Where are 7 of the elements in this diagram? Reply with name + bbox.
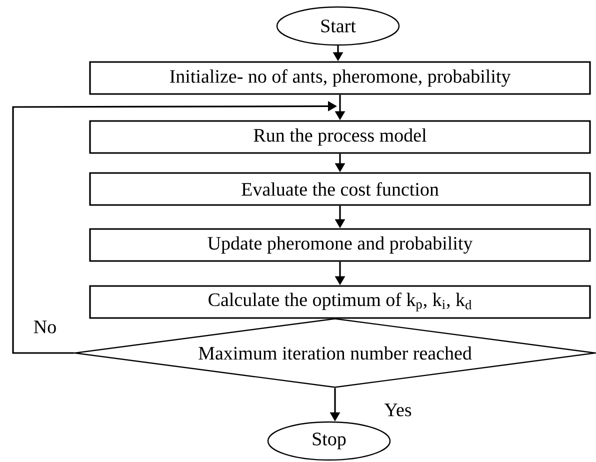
process-box: Update pheromone and probability [89,228,591,262]
edge-label: Yes [383,402,413,418]
process-box: Calculate the optimum of k$_{p}$, k$_{i}$, k$_{d}$ [89,285,591,319]
edge-label: No [32,320,58,334]
process-box: Initialize- no of ants, pheromone, probability [89,61,591,95]
process-box: Run the process model [89,120,591,154]
process-box: Evaluate the cost function [89,172,591,206]
